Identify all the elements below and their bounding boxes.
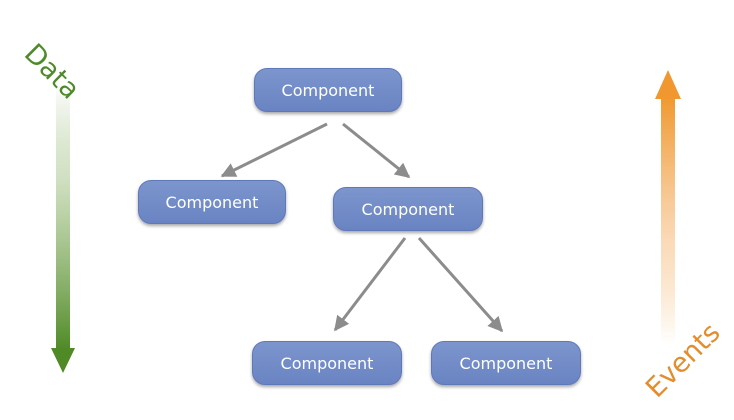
edge-root-to-left-child <box>220 122 328 178</box>
edge-right-child-to-bottom-right <box>417 237 504 333</box>
component-node-left-child: Component <box>138 180 286 224</box>
component-node-bottom-left: Component <box>252 341 402 385</box>
edge-right-child-to-bottom-left <box>333 237 407 332</box>
edge-root-to-right-child <box>342 122 411 179</box>
component-node-right-child: Component <box>333 187 483 231</box>
data-flow-arrow <box>51 82 75 373</box>
component-node-bottom-right: Component <box>431 341 581 385</box>
events-flow-arrow <box>655 70 681 345</box>
component-node-root: Component <box>254 68 402 112</box>
